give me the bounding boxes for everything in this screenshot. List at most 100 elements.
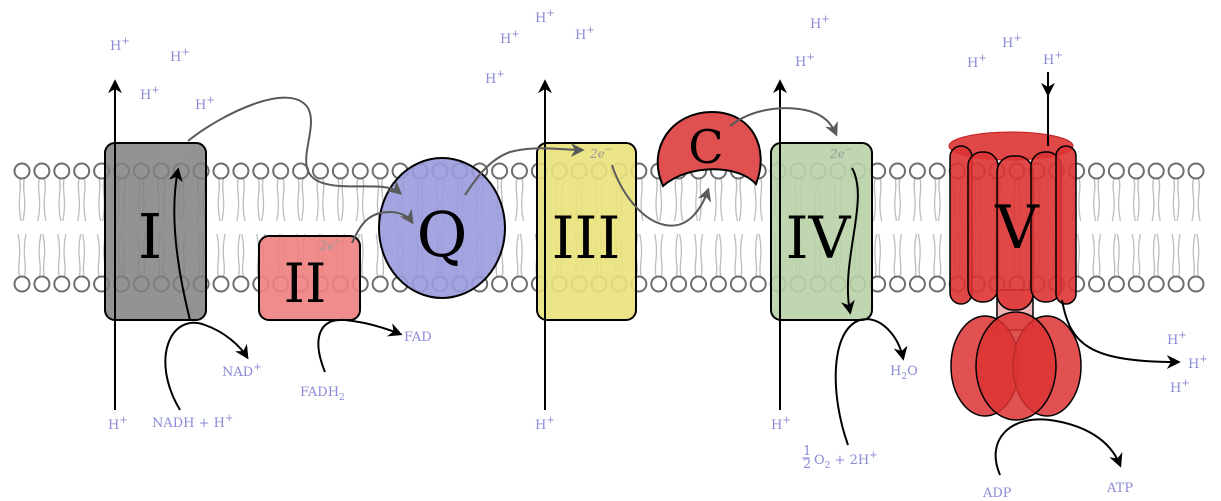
lipid-tail [37,178,41,222]
lipid-tail [659,178,663,222]
complex-IV-electron-down-arrow [841,167,859,315]
lipid-tail [912,178,916,222]
nadh-electron-arrow [168,167,191,321]
lipid-head [510,275,528,293]
complex-IV-body [770,142,873,321]
proton-label: H+ [575,25,595,43]
oxygen-half-denominator: 2 [803,457,811,472]
lipid-head [1088,162,1106,180]
ubiquinone-label: Q [417,198,468,271]
lipid-head [889,162,907,180]
proton-label: H+ [485,69,505,87]
substrate-labels: NADH + H+ NAD+ FADH2 FAD H2O 1 2 O2 + 2H… [152,330,1133,501]
complex-I: I 2e− [104,142,207,321]
lipid-head [53,162,71,180]
lipid-head [232,162,250,180]
proton-label: H+ [967,53,987,71]
proton-label: H+ [1043,50,1063,68]
complex-IV-label: IV [786,204,852,272]
lipid-tail [1191,178,1195,222]
proton-label: H+ [1167,330,1187,348]
lipid-tail [1197,178,1201,222]
complex-III-body [536,142,637,321]
lipid-tail [17,233,21,277]
atp-synthase-c-ring-2 [967,151,999,303]
lipid-tail [241,233,245,277]
complex-II-label: II [284,252,327,315]
lipid-tail [919,178,923,222]
lipid-tail [693,233,697,277]
lipid-head [1127,275,1145,293]
lipid-head [371,275,389,293]
lipid-tail [655,178,659,222]
electron-arrow-I-to-Q [187,96,403,195]
lipid-tail [1151,178,1155,222]
lipid-head [709,275,727,293]
proton-label: H+ [500,29,520,47]
lipid-tail [519,233,523,277]
lipid-head [928,275,946,293]
proton-pump-arrows [108,72,1055,410]
lipid-tail [914,233,918,277]
lipid-tail [236,178,240,222]
cytochrome-C: C [656,110,762,188]
lipid-tail [1192,233,1196,277]
proton-label: H+ [195,95,215,113]
complex-II-body [258,235,361,321]
lipid-tail [759,178,763,222]
lipid-tail [639,233,643,277]
proton-label: H+ [1170,378,1190,396]
ubiquinone-body [378,157,506,299]
lipid-tail [78,233,82,277]
lipid-tail [101,178,105,222]
oxygen-half-numerator: 1 [803,444,811,459]
lipid-tail [98,178,102,222]
lipid-tail [22,178,26,222]
ubiquinone-Q: Q [378,157,506,299]
electron-arrow-III-to-C [611,164,712,227]
lipid-tail [82,233,86,277]
complex-I-electron-label: 2e− [164,145,187,161]
lipid-tail [216,233,220,277]
lipid-tail [738,178,742,222]
lipid-tail [1093,178,1097,222]
lipid-head [272,162,290,180]
lipid-tail [282,178,286,222]
lipid-tail [23,233,27,277]
proton-label: H+ [1002,33,1022,51]
lipid-tail [62,178,66,222]
lipid-tail [261,178,265,222]
water-label: H2O [890,364,918,382]
lipid-tail [1137,233,1141,277]
lipid-tail [937,178,941,222]
lipid-head [1127,162,1145,180]
lipid-tail [1078,178,1082,222]
lipid-tail [713,178,717,222]
lipid-head [670,275,688,293]
lipid-head [33,162,51,180]
lipid-tail [675,233,679,277]
lipid-tail [375,233,379,277]
lipid-tail [1096,178,1100,222]
nadh-label: NADH + H+ [152,413,233,431]
lipid-tail [1152,233,1156,277]
lipid-head [212,162,230,180]
lipid-tail [217,178,221,222]
lipid-tail [879,178,883,222]
electron-arrow-Q-to-III [464,142,585,196]
lipid-tail [1177,233,1181,277]
lipid-tail [1172,178,1176,222]
lipid-tail [877,233,881,277]
lipid-tail [892,233,896,277]
cytochrome-C-label: C [688,120,723,174]
lipid-tail [1111,178,1115,222]
fad-label: FAD [404,330,432,345]
lipid-tail [739,233,743,277]
lipid-head [351,162,369,180]
complex-III-electron-label: 2e− [589,145,612,161]
atp-synthase-head-3 [975,311,1057,421]
lipid-tail [63,233,67,277]
complex-V-label: V [994,193,1040,263]
lipid-tail [237,233,241,277]
lipid-tail [698,178,702,222]
